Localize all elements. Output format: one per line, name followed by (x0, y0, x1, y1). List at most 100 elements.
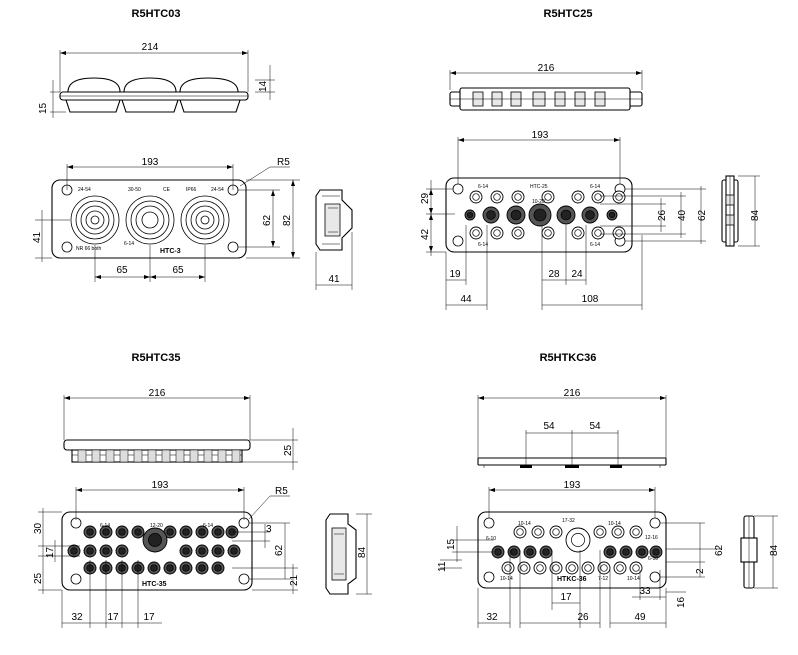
htc03-dim-41: 41 (32, 231, 43, 243)
htc35-dim-3: 3 (266, 524, 272, 535)
htc25-label-name: HTC-25 (530, 184, 548, 190)
htc25-dim-84: 84 (750, 209, 761, 221)
htc35-dim-84: 84 (357, 546, 368, 558)
cable-gland (533, 561, 547, 575)
htc03-dim-193: 193 (142, 157, 159, 168)
cable-gland (528, 203, 552, 227)
htc03-label-2: 30-50 (128, 187, 141, 193)
rib (217, 449, 227, 463)
htc35-dim-30: 30 (33, 522, 44, 534)
rib (105, 449, 115, 463)
htc35-label-c: 6-14 (203, 523, 213, 529)
htkc36-label-name: HTKC-36 (557, 576, 587, 583)
htc35-dim-25b: 25 (33, 572, 44, 584)
htkc36-pitch-a: 54 (543, 421, 555, 432)
htc03-front-view: 24-54 30-50 CE IP66 24-54 HTC-3 6-14 NR … (51, 179, 247, 259)
htkc36-dim-49: 49 (634, 612, 646, 623)
htkc36-label-h: 10-14 (627, 576, 640, 582)
cable-gland (482, 206, 500, 224)
htc35-label-name: HTC-35 (142, 581, 167, 588)
cable-gland (501, 561, 515, 575)
htkc36-label-d: 12-16 (645, 535, 658, 541)
rib (119, 449, 129, 463)
htc35-gland-array (67, 525, 241, 575)
cable-gland (211, 561, 225, 575)
cable-gland (163, 561, 177, 575)
cable-gland (67, 544, 81, 558)
cable-gland (635, 545, 649, 559)
htc03-label-4: IP66 (186, 187, 197, 193)
htc03-dim-width: 214 (142, 42, 159, 53)
htc35-front-view: 6-14 12-20 6-14 HTC-35 (61, 511, 253, 591)
cable-gland (179, 561, 193, 575)
cable-gland (506, 205, 526, 225)
htc35-top-view (63, 439, 251, 463)
rib (231, 449, 241, 463)
htkc36-dim-32: 32 (486, 612, 498, 623)
cable-gland (613, 561, 627, 575)
cable-gland (581, 206, 599, 224)
rib (161, 449, 171, 463)
htc25-top-view (449, 87, 643, 111)
htkc36-dim-17: 17 (560, 592, 572, 603)
cable-gland (565, 561, 579, 575)
htc25-dim-28: 28 (548, 269, 560, 280)
cable-gland (490, 190, 504, 204)
cable-gland (629, 561, 643, 575)
htkc36-front-view: 10-14 17-32 10-14 12-16 6-10 10-14 7-12 … (477, 511, 667, 589)
htc25-dim-19: 19 (449, 269, 461, 280)
cable-gland (581, 561, 595, 575)
htkc36-label-b: 17-32 (562, 518, 575, 524)
htc03-dim-14: 14 (258, 80, 269, 92)
cable-gland (511, 190, 525, 204)
cable-gland (531, 525, 545, 539)
htc35-dim-17: 17 (45, 546, 56, 558)
cable-gland (593, 525, 607, 539)
cable-gland (541, 226, 555, 240)
htc25-dim-62: 62 (697, 209, 708, 221)
htkc36-dim-16: 16 (676, 596, 687, 608)
cable-gland (523, 545, 537, 559)
title-htkc36: R5HTKC36 (540, 352, 597, 364)
htkc36-dim-62: 62 (714, 544, 725, 556)
htkc36-side-view (740, 515, 758, 589)
htc25-label-a: 6-14 (478, 184, 488, 190)
cable-gland (611, 525, 625, 539)
cable-gland (549, 525, 563, 539)
cable-gland (491, 545, 505, 559)
htc03-label-5: 24-54 (211, 187, 224, 193)
cable-gland (490, 226, 504, 240)
cable-gland (549, 561, 563, 575)
htkc36-dim-15: 15 (446, 538, 457, 550)
htkc36-label-c: 10-14 (608, 521, 621, 527)
htc35-dim-17b: 17 (143, 612, 155, 623)
htc25-dim-width: 216 (538, 63, 555, 74)
htc35-side-view (325, 513, 357, 595)
cable-gland (469, 226, 483, 240)
htc25-dim-108: 108 (582, 294, 599, 305)
htc35-label-b: 12-20 (150, 523, 163, 529)
cable-gland (507, 545, 521, 559)
htkc36-label-g: 7-12 (598, 576, 608, 582)
rib (175, 449, 185, 463)
htc35-radius: R5 (275, 486, 288, 497)
cable-gland (115, 544, 129, 558)
htc03-label-6: HTC-3 (160, 248, 181, 255)
cable-gland (179, 544, 193, 558)
rib (133, 449, 143, 463)
htkc36-label-a: 10-14 (518, 521, 531, 527)
htc03-side-view (315, 189, 353, 251)
cable-gland (571, 226, 585, 240)
cable-gland (517, 561, 531, 575)
cable-gland (195, 525, 209, 539)
htc25-dim-44: 44 (460, 294, 472, 305)
cable-gland (603, 545, 617, 559)
cable-gland (83, 544, 97, 558)
htc03-side-depth: 41 (328, 274, 340, 285)
cable-gland (99, 525, 113, 539)
cable-gland (469, 190, 483, 204)
htkc36-label-e: 6-10 (486, 536, 496, 542)
htc25-dim-40: 40 (677, 209, 688, 221)
htc03-label-8: NR 66 both (76, 246, 102, 252)
